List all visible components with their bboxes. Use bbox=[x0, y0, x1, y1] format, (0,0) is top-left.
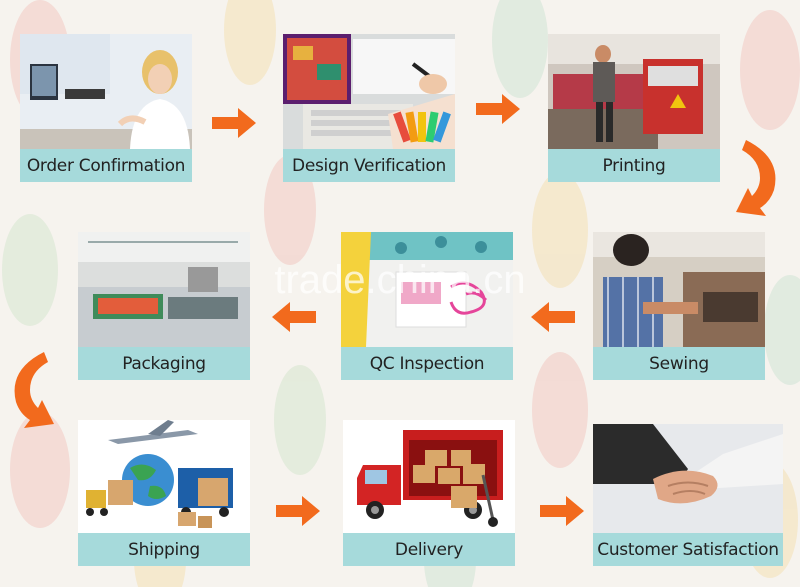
step-label: Order Confirmation bbox=[20, 149, 192, 182]
packaging-table-photo bbox=[78, 232, 250, 347]
step-label: Sewing bbox=[593, 347, 765, 380]
arrow-left-icon bbox=[531, 302, 575, 332]
arrow-left-icon bbox=[272, 302, 316, 332]
step-label: Design Verification bbox=[283, 149, 455, 182]
step-delivery: Delivery bbox=[343, 420, 515, 566]
step-design-verification: Design Verification bbox=[283, 34, 455, 182]
step-label: QC Inspection bbox=[341, 347, 513, 380]
step-label: Shipping bbox=[78, 533, 250, 566]
arrow-right-icon bbox=[212, 108, 256, 138]
step-label: Delivery bbox=[343, 533, 515, 566]
shipping-globe-photo bbox=[78, 420, 250, 533]
arrow-right-icon bbox=[476, 94, 520, 124]
curved-arrow-down-icon bbox=[726, 138, 782, 218]
qc-inspection-photo bbox=[341, 232, 513, 347]
arrow-right-icon bbox=[276, 496, 320, 526]
step-qc-inspection: QC Inspection bbox=[341, 232, 513, 380]
step-label: Packaging bbox=[78, 347, 250, 380]
printing-machine-photo bbox=[548, 34, 720, 149]
delivery-truck-photo bbox=[343, 420, 515, 533]
step-packaging: Packaging bbox=[78, 232, 250, 380]
step-printing: Printing bbox=[548, 34, 720, 182]
step-shipping: Shipping bbox=[78, 420, 250, 566]
curved-arrow-down-icon bbox=[8, 350, 64, 430]
step-label: Printing bbox=[548, 149, 720, 182]
sewing-worker-photo bbox=[593, 232, 765, 347]
handshake-photo bbox=[593, 424, 783, 533]
step-sewing: Sewing bbox=[593, 232, 765, 380]
design-desk-photo bbox=[283, 34, 455, 149]
step-customer-satisfaction: Customer Satisfaction bbox=[593, 424, 783, 566]
step-label: Customer Satisfaction bbox=[593, 533, 783, 566]
office-worker-photo bbox=[20, 34, 192, 149]
step-order-confirmation: Order Confirmation bbox=[20, 34, 192, 182]
arrow-right-icon bbox=[540, 496, 584, 526]
